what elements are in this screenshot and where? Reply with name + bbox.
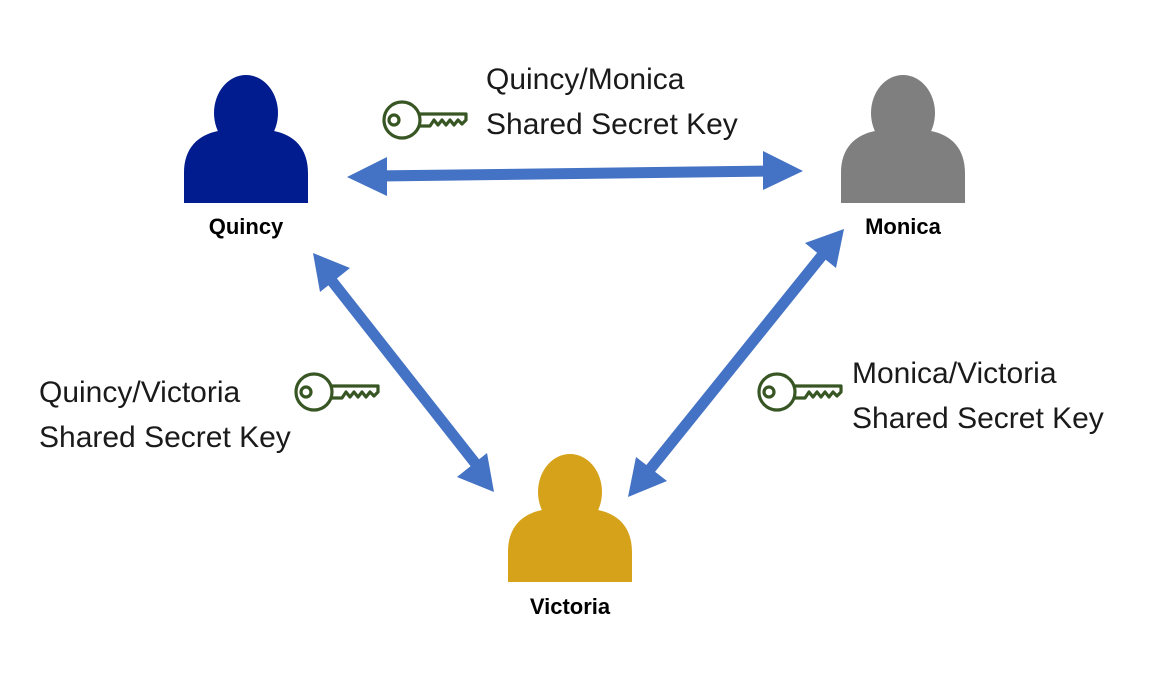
quincy-victoria-key-label: Quincy/Victoria Shared Secret Key bbox=[39, 370, 291, 460]
quincy-label: Quincy bbox=[208, 214, 284, 239]
monica-victoria-key-label: Monica/Victoria Shared Secret Key bbox=[852, 351, 1104, 441]
monica-label: Monica bbox=[865, 214, 941, 239]
arrowhead-quincy-left bbox=[347, 157, 387, 196]
monica-victoria-key-line1: Monica/Victoria bbox=[852, 357, 1057, 390]
person-icon bbox=[841, 75, 965, 203]
quincy-victoria-key-line2: Shared Secret Key bbox=[39, 421, 291, 454]
key-icon bbox=[294, 372, 380, 412]
key-icon bbox=[382, 100, 468, 140]
arrowhead-monica-right bbox=[763, 151, 803, 190]
arrowhead-victoria-left bbox=[457, 453, 494, 492]
quincy-monica-key-label: Quincy/Monica Shared Secret Key bbox=[486, 57, 738, 147]
key-icon bbox=[757, 372, 843, 412]
quincy-monica-key-line2: Shared Secret Key bbox=[486, 108, 738, 141]
person-monica bbox=[841, 75, 965, 203]
arrow-quincy-victoria bbox=[323, 272, 484, 472]
person-quincy bbox=[184, 75, 308, 203]
quincy-victoria-key-line1: Quincy/Victoria bbox=[39, 376, 241, 409]
arrowhead-victoria-right bbox=[628, 457, 667, 497]
person-victoria bbox=[508, 454, 632, 582]
victoria-label: Victoria bbox=[529, 594, 611, 619]
monica-victoria-key-line2: Shared Secret Key bbox=[852, 402, 1104, 435]
arrow-quincy-monica bbox=[375, 165, 775, 182]
arrowhead-quincy-top bbox=[313, 253, 350, 292]
person-icon bbox=[508, 454, 632, 582]
person-icon bbox=[184, 75, 308, 203]
arrowhead-monica-top bbox=[805, 229, 844, 268]
arrow-monica-victoria bbox=[642, 249, 829, 477]
quincy-monica-key-line1: Quincy/Monica bbox=[486, 63, 685, 96]
